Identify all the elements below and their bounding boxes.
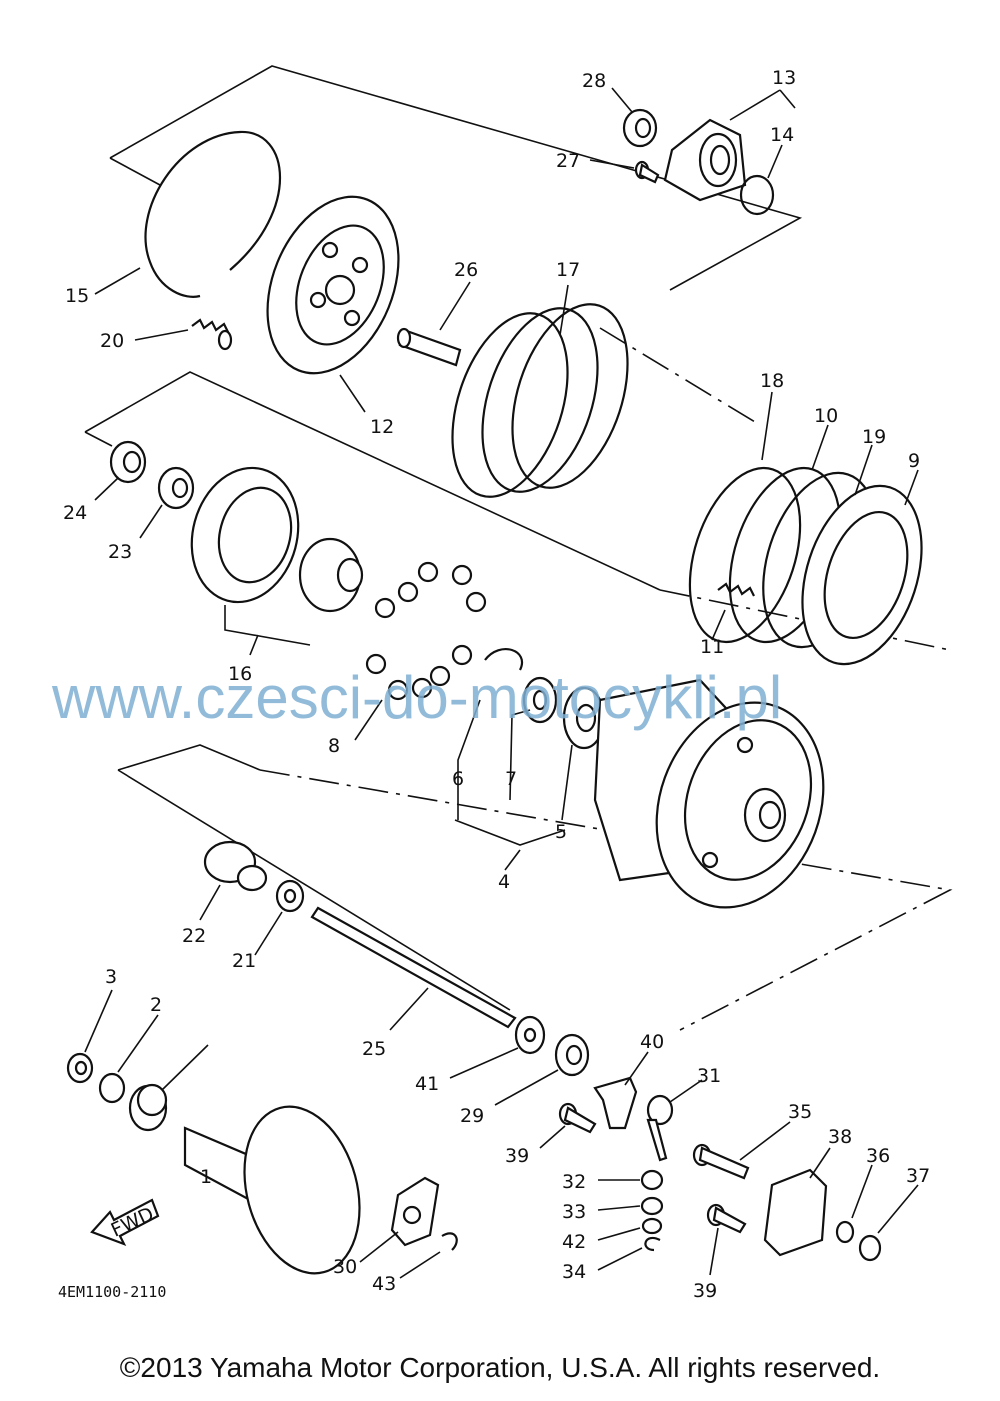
- part-2-washer: [98, 1014, 159, 1104]
- callout-3: 3: [105, 966, 117, 988]
- part-14-circlip: [739, 174, 775, 216]
- part-21-washer: [254, 879, 305, 956]
- part-4-clutch-housing: [593, 678, 825, 909]
- callout-16: 16: [228, 663, 252, 685]
- callout-36: 36: [866, 1145, 890, 1167]
- callout-6: 6: [452, 768, 464, 790]
- callout-labels: 1 2 3 4 5 6 7 8 9 10 11 12 13 14 15 16 1…: [63, 67, 930, 1302]
- part-41-washer: [449, 1015, 546, 1079]
- adjuster-stack: [597, 1169, 664, 1271]
- callout-22: 22: [182, 925, 206, 947]
- fwd-arrow: FWD: [90, 1198, 160, 1247]
- callout-29: 29: [460, 1105, 484, 1127]
- callout-37: 37: [906, 1165, 930, 1187]
- part-35-bolt: [692, 1121, 791, 1180]
- callout-21: 21: [232, 950, 256, 972]
- callout-12: 12: [370, 416, 394, 438]
- callout-1: 1: [200, 1166, 212, 1188]
- part-29-bearing: [494, 1033, 590, 1106]
- callout-42: 42: [562, 1231, 586, 1253]
- callout-20: 20: [100, 330, 124, 352]
- push-shaft-assembly: [183, 1105, 361, 1275]
- callout-11: 11: [700, 636, 724, 658]
- copyright-notice: ©2013 Yamaha Motor Corporation, U.S.A. A…: [119, 1352, 881, 1383]
- callout-10: 10: [814, 405, 838, 427]
- callout-39-left: 39: [505, 1145, 529, 1167]
- callout-25: 25: [362, 1038, 386, 1060]
- part-22-push-lever: [199, 840, 268, 921]
- group-frames: [84, 65, 953, 1031]
- part-5-bearing: [562, 686, 606, 750]
- callout-43: 43: [372, 1273, 396, 1295]
- part-43-circlip: [399, 1232, 458, 1279]
- callout-28: 28: [582, 70, 606, 92]
- part-6-circlip: [484, 648, 524, 671]
- callout-27: 27: [556, 150, 580, 172]
- watermark: www.czesci-do-motocykli.pl: [51, 664, 782, 731]
- callout-40: 40: [640, 1031, 664, 1053]
- part-37-nut: [858, 1184, 919, 1262]
- callout-34: 34: [562, 1261, 586, 1283]
- part-1-gear: [128, 1044, 209, 1132]
- part-23-lock-washer: [139, 466, 195, 539]
- part-31-adjuster: [646, 1079, 703, 1162]
- part-39-bolt-left: [539, 1102, 597, 1149]
- part-7-washer: [522, 676, 558, 724]
- fwd-label: FWD: [108, 1203, 158, 1242]
- part-25-push-rod: [310, 906, 517, 1031]
- clutch-pack-right: [688, 391, 923, 666]
- callout-26: 26: [454, 259, 478, 281]
- part-36-washer: [835, 1164, 873, 1244]
- callout-38: 38: [828, 1126, 852, 1148]
- part-16-clutch-boss: [190, 466, 364, 656]
- part-27-screw: [589, 159, 660, 184]
- part-20-spring: [134, 318, 233, 351]
- callout-8: 8: [328, 735, 340, 757]
- callout-15: 15: [65, 285, 89, 307]
- callout-13: 13: [772, 67, 796, 89]
- callout-2: 2: [150, 994, 162, 1016]
- callout-32: 32: [562, 1171, 586, 1193]
- callout-31: 31: [697, 1065, 721, 1087]
- callout-24: 24: [63, 502, 87, 524]
- callout-30: 30: [333, 1256, 357, 1278]
- part-38-bracket: [763, 1147, 831, 1257]
- part-12-pressure-plate: [266, 195, 400, 413]
- callout-33: 33: [562, 1201, 586, 1223]
- callout-41: 41: [415, 1073, 439, 1095]
- part-15-circlip: [144, 130, 281, 298]
- part-40-cable-holder: [593, 1051, 649, 1130]
- callout-5: 5: [555, 821, 567, 843]
- part-24-nut: [94, 440, 147, 501]
- callout-23: 23: [108, 541, 132, 563]
- callout-14: 14: [770, 124, 794, 146]
- callout-18: 18: [760, 370, 784, 392]
- callout-19: 19: [862, 426, 886, 448]
- part-26-push-rod: [396, 281, 471, 367]
- part-8-balls: [354, 561, 487, 741]
- callout-39-right: 39: [693, 1280, 717, 1302]
- part-17-friction-plates: [451, 284, 629, 498]
- callout-4: 4: [498, 871, 510, 893]
- part-13-bearing-housing: [663, 89, 796, 202]
- callout-35: 35: [788, 1101, 812, 1123]
- callout-9: 9: [908, 450, 920, 472]
- callout-17: 17: [556, 259, 580, 281]
- part-28-bearing: [611, 87, 658, 148]
- callout-7: 7: [505, 768, 517, 790]
- part-3-nut: [66, 989, 113, 1084]
- part-30-lever: [359, 1176, 440, 1263]
- part-code: 4EM1100-2110: [58, 1283, 166, 1301]
- part-39-bolt-right: [706, 1203, 747, 1276]
